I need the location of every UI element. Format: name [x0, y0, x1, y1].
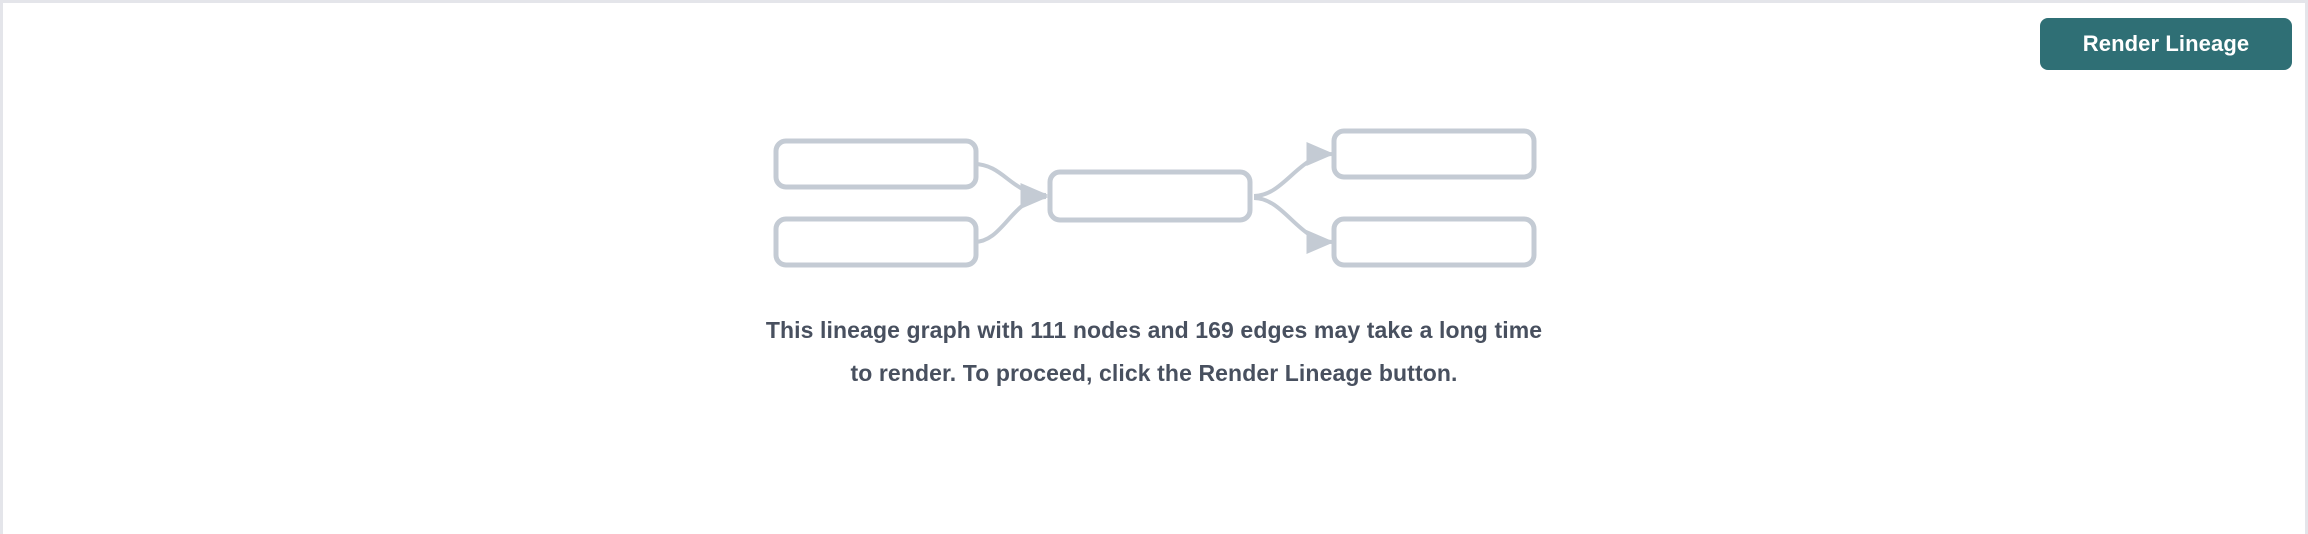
lineage-warning-message: This lineage graph with 111 nodes and 16… [765, 317, 1543, 386]
lineage-node-upstream-1 [773, 138, 979, 190]
lineage-node-focus [1047, 169, 1253, 223]
lineage-node-downstream-2 [1331, 216, 1537, 268]
render-lineage-button[interactable]: Render Lineage [2040, 18, 2292, 70]
lineage-empty-state: This lineage graph with 111 nodes and 16… [3, 113, 2305, 395]
lineage-node-downstream-1 [1331, 128, 1537, 180]
lineage-node-upstream-2 [773, 216, 979, 268]
lineage-toolbar: Render Lineage [3, 3, 2305, 91]
lineage-graph-placeholder-icon [773, 128, 1537, 268]
